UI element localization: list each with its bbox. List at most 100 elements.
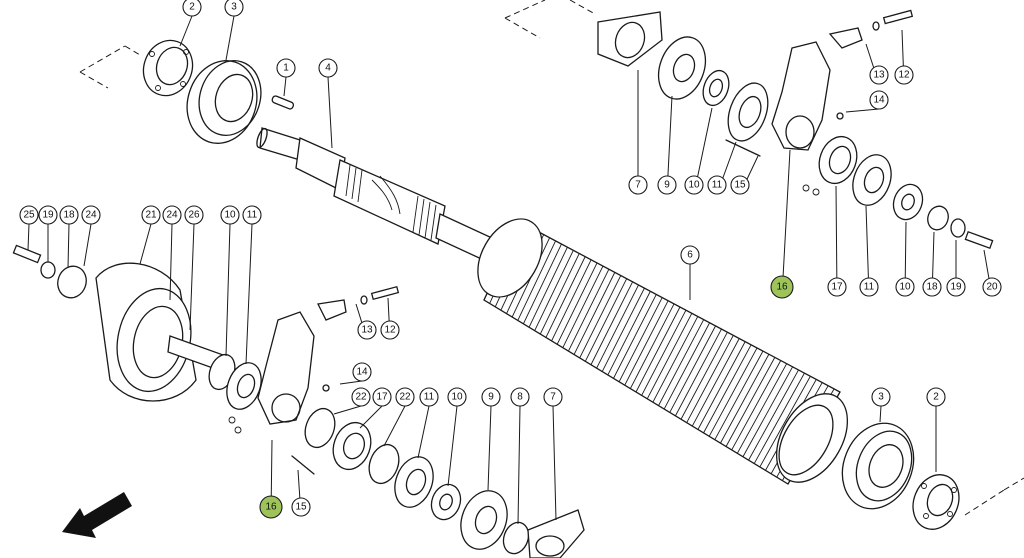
callout-1: 1 xyxy=(276,58,296,78)
callout-leader-line xyxy=(179,15,193,47)
callout-leader-line xyxy=(552,405,557,521)
roller-flute-line xyxy=(742,366,793,457)
roller-flute-line xyxy=(601,287,645,372)
callout-number: 18 xyxy=(926,282,938,293)
bearing-top-left xyxy=(186,60,262,144)
callout-number: 24 xyxy=(85,210,97,221)
roller-flute-line xyxy=(703,344,752,434)
callout-number: 10 xyxy=(224,210,236,221)
callout-number: 15 xyxy=(295,502,307,513)
callout-15: 15 xyxy=(730,175,750,195)
callout-number: 10 xyxy=(451,392,463,403)
callout-20: 20 xyxy=(982,277,1002,297)
callout-leader-line xyxy=(517,405,521,525)
callout-11: 11 xyxy=(859,277,879,297)
callout-circle xyxy=(352,362,372,382)
callout-number: 13 xyxy=(873,70,885,81)
callout-21: 21 xyxy=(141,205,161,225)
callout-circle xyxy=(291,497,311,517)
callout-number: 15 xyxy=(734,180,746,191)
roller-flute-line xyxy=(624,300,669,386)
roller-flute-line xyxy=(596,284,639,369)
roller-flute-line xyxy=(731,360,782,451)
callout-18: 18 xyxy=(59,205,79,225)
callout-number: 19 xyxy=(950,282,962,293)
callout-number: 14 xyxy=(873,95,885,106)
top-right-assembly xyxy=(597,9,994,250)
callout-number: 26 xyxy=(188,210,200,221)
callout-number: 3 xyxy=(878,392,884,403)
callout-leader-line xyxy=(879,405,882,423)
callout-circle xyxy=(926,387,946,407)
callout-13: 13 xyxy=(869,65,889,85)
roller-flute-line xyxy=(590,281,633,365)
callout-number: 25 xyxy=(23,210,35,221)
callout-11: 11 xyxy=(242,205,262,225)
callout-circle xyxy=(357,320,377,340)
callout-number: 24 xyxy=(166,210,178,221)
roller-flute-line xyxy=(584,278,628,362)
callout-leader-line xyxy=(339,380,363,385)
callout-leader-line xyxy=(327,76,333,149)
roller-flute-line xyxy=(545,256,586,338)
callout-number: 11 xyxy=(247,210,258,221)
callout-14: 14 xyxy=(352,362,372,382)
callout-circle xyxy=(224,0,244,17)
callout-6: 6 xyxy=(680,245,700,265)
callout-circle xyxy=(657,175,677,195)
callout-circle xyxy=(395,387,415,407)
callout-25: 25 xyxy=(19,205,39,225)
callout-circle xyxy=(894,65,914,85)
callout-number: 7 xyxy=(635,180,641,191)
callout-number: 8 xyxy=(517,392,523,403)
callout-number: 22 xyxy=(355,392,367,403)
callout-leader-line xyxy=(447,405,458,487)
callout-number: 14 xyxy=(356,367,368,378)
roller-flute-line xyxy=(635,306,681,393)
callout-circle xyxy=(351,387,371,407)
callout-circle xyxy=(141,205,161,225)
roller-flute-line xyxy=(652,316,699,403)
callout-number: 11 xyxy=(424,392,435,403)
callout-13: 13 xyxy=(357,320,377,340)
callout-circle xyxy=(162,205,182,225)
callout-3: 3 xyxy=(224,0,244,17)
callout-number: 9 xyxy=(664,180,670,191)
callout-circle xyxy=(38,205,58,225)
callout-2: 2 xyxy=(182,0,202,17)
callout-leader-line xyxy=(781,149,791,297)
roller-flute-line xyxy=(663,322,711,410)
callout-26: 26 xyxy=(184,205,204,225)
roller-flute-line xyxy=(534,250,574,331)
callout-10: 10 xyxy=(220,205,240,225)
callout-9: 9 xyxy=(657,175,677,195)
callout-circle xyxy=(730,175,750,195)
callout-leader-line xyxy=(245,223,253,365)
callout-16-highlighted: 16 xyxy=(259,495,283,519)
callout-leader-line xyxy=(359,405,383,429)
callout-number: 13 xyxy=(361,325,373,336)
roller-flute-line xyxy=(523,243,562,325)
roller-flute-line xyxy=(680,331,728,420)
callout-leader-line xyxy=(487,405,492,491)
callout-circle xyxy=(707,175,727,195)
callout-circle xyxy=(859,277,879,297)
callout-24: 24 xyxy=(81,205,101,225)
callout-number: 1 xyxy=(283,63,289,74)
callout-22: 22 xyxy=(351,387,371,407)
roller-flute-line xyxy=(725,357,776,447)
callout-number: 11 xyxy=(712,180,723,191)
callout-circle xyxy=(481,387,501,407)
roller-flute-line xyxy=(714,350,764,440)
callout-circle xyxy=(81,205,101,225)
fluted-roller xyxy=(477,218,849,485)
callout-circle xyxy=(372,387,392,407)
callout-circle xyxy=(59,205,79,225)
roller-flute-line xyxy=(629,303,675,389)
key-part xyxy=(271,95,295,110)
callout-11: 11 xyxy=(707,175,727,195)
callout-3: 3 xyxy=(871,387,891,407)
roller-flute-line xyxy=(556,262,598,345)
